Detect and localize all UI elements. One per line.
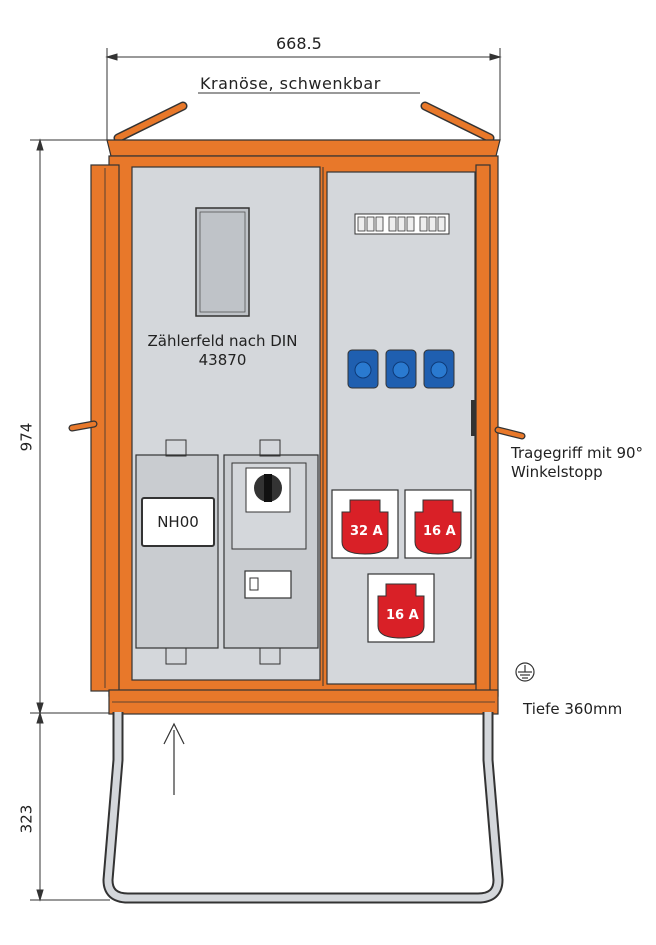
cable-entry-arrow (163, 722, 185, 795)
meter-window (195, 207, 250, 317)
handle-right (494, 426, 526, 440)
socket-label-32a: 32 A (350, 524, 383, 539)
crane-eye-right (420, 101, 495, 143)
earth-ground-icon (515, 662, 535, 682)
cee-socket-32a (331, 489, 399, 559)
right-door (475, 164, 491, 692)
handle-label: Tragegriff mit 90° Winkelstopp (511, 444, 644, 481)
meter-field-label: Zählerfeld nach DIN 43870 (147, 332, 298, 369)
cee-socket-16a-2 (367, 573, 435, 643)
width-dimension (105, 48, 502, 140)
width-dimension-label: 668.5 (276, 34, 322, 53)
depth-label: Tiefe 360mm (523, 700, 623, 718)
height-dimension (30, 138, 110, 902)
fuse-module (135, 454, 219, 649)
crane-eye-left (113, 101, 188, 143)
socket-label-16a-1: 16 A (423, 524, 456, 539)
socket-label-16a-2: 16 A (386, 608, 419, 623)
cee-socket-16a-1 (404, 489, 472, 559)
circuit-breakers (354, 213, 450, 235)
handle-left (68, 420, 98, 432)
crane-eye-label: Kranöse, schwenkbar (200, 74, 381, 93)
fuse-label: NH00 (141, 497, 215, 547)
stand-height-label: 323 (17, 804, 36, 834)
cabinet-height-label: 974 (17, 422, 36, 452)
cabinet-roof (106, 139, 501, 157)
schuko-sockets (347, 349, 455, 389)
